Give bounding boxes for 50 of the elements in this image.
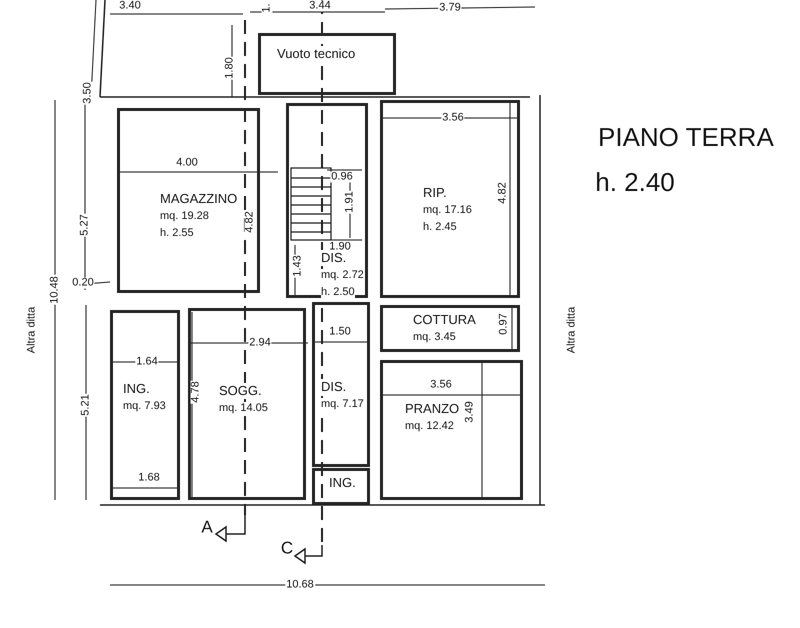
room xyxy=(258,33,396,95)
dimension-label: 4.82 xyxy=(244,210,256,234)
neighbor-label: Altra ditta xyxy=(566,306,578,354)
dimension-label: 3.56 xyxy=(441,112,465,124)
room xyxy=(312,468,370,505)
room xyxy=(380,305,520,352)
section-letter: A xyxy=(200,518,214,536)
dimension-label: 10.48 xyxy=(50,275,60,305)
room-name: SOGG. xyxy=(219,383,262,400)
dimension-label: 0.96 xyxy=(330,172,354,182)
room-info: mq. 3.45 xyxy=(413,331,456,345)
dimension-label: 1.50 xyxy=(328,326,352,338)
dimension-label: 5.27 xyxy=(80,213,90,237)
dimension-label: 4.82 xyxy=(498,181,508,205)
dimension-label: 1.80 xyxy=(224,56,236,80)
section-letter: C xyxy=(280,540,294,556)
dimension-label: 1.91 xyxy=(344,190,356,214)
dimension-label: 1.68 xyxy=(137,472,161,484)
room-info: mq. 7.93 xyxy=(123,400,166,414)
room xyxy=(117,108,260,293)
room-info: mq. 2.72 xyxy=(321,269,364,283)
dimension-label: 2.94 xyxy=(248,338,272,348)
room-info: mq. 17.16 xyxy=(423,204,472,218)
dimension-label: 3.56 xyxy=(429,380,453,390)
room-info: mq. 19.28 xyxy=(160,210,209,224)
room-info: mq. 7.17 xyxy=(321,398,364,412)
dimension-label: 3.79 xyxy=(438,2,462,14)
dimension-label: 4.78 xyxy=(190,380,202,404)
dimension-label: 1.90 xyxy=(328,242,352,252)
dimension-label: 1.64 xyxy=(135,356,159,368)
neighbor-label: Altra ditta xyxy=(26,306,38,354)
dimension-label: 4.00 xyxy=(175,158,199,168)
dimension-label: 0.97 xyxy=(498,312,510,336)
dimension-label: 0.20 xyxy=(71,278,95,288)
room-info: h. 2.50 xyxy=(321,286,355,300)
dimension-label: 1. xyxy=(262,2,272,14)
title: PIANO TERRA xyxy=(598,124,774,150)
dimension-label: 10.68 xyxy=(285,580,315,590)
room xyxy=(110,310,180,500)
room xyxy=(312,302,370,467)
room xyxy=(380,100,520,298)
room xyxy=(380,360,523,500)
room-info: mq. 14.05 xyxy=(219,402,268,416)
dimension-label: 3.44 xyxy=(308,0,332,12)
dimension-label: 1.43 xyxy=(292,254,304,278)
dimension-label: 5.21 xyxy=(80,393,92,417)
room-info: mq. 12.42 xyxy=(405,420,454,434)
dimension-label: 3.49 xyxy=(464,400,476,424)
dimension-label: 3.50 xyxy=(82,81,94,105)
dimension-label: 3.40 xyxy=(118,0,142,12)
